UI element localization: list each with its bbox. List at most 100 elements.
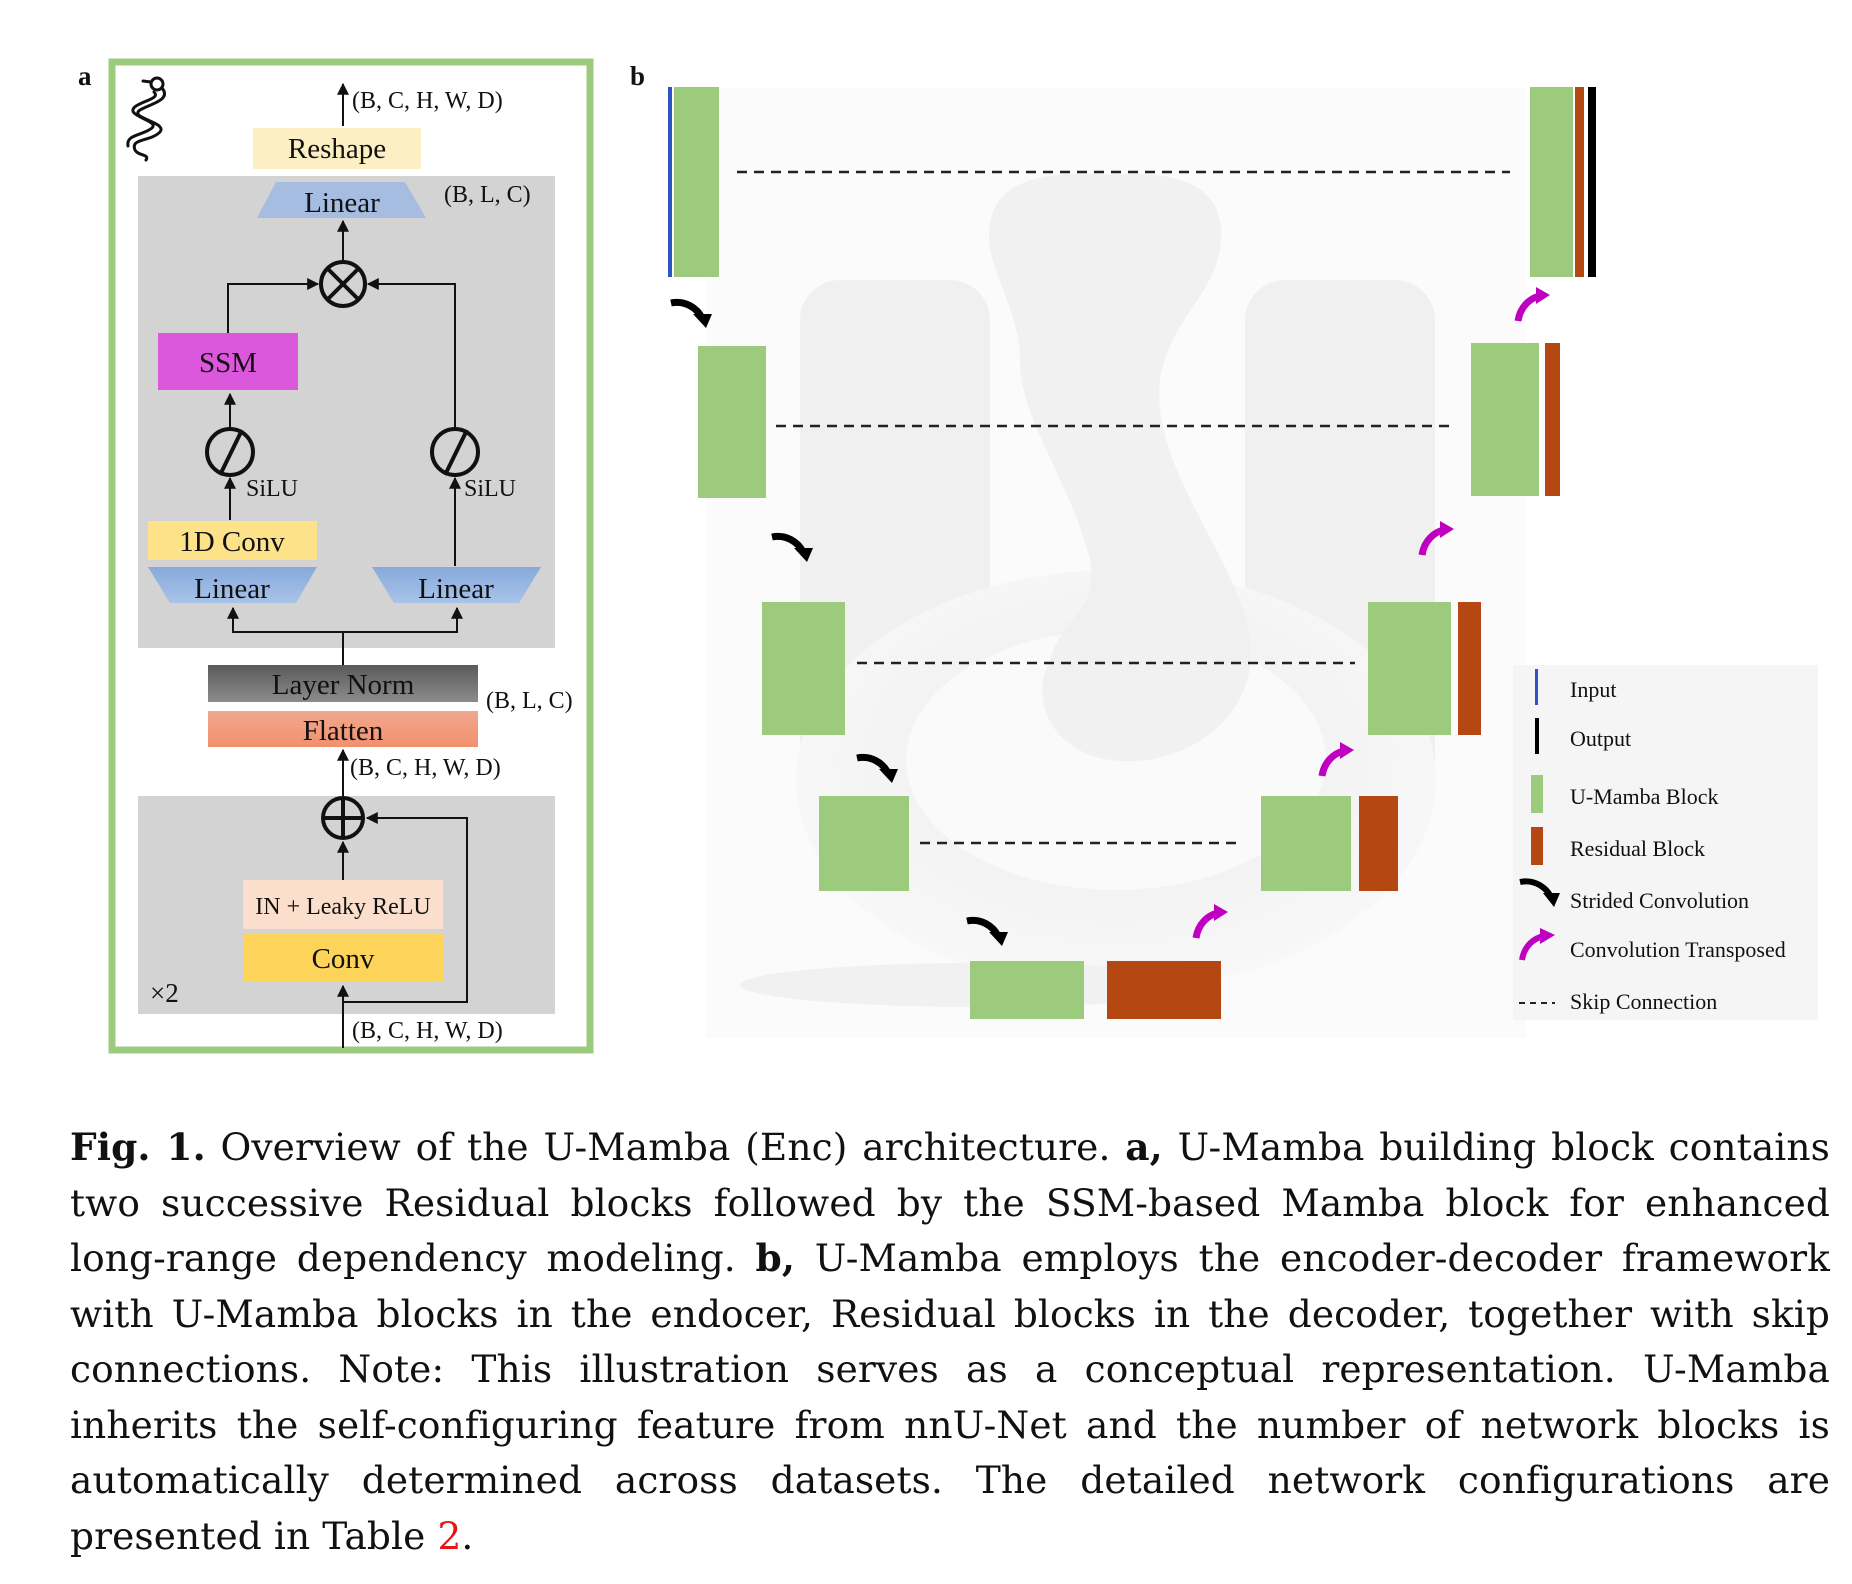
panel-b: b xyxy=(630,61,1818,1038)
in-leaky-relu-block xyxy=(243,880,443,929)
encoder-block-1 xyxy=(674,87,719,277)
silu-right-label: SiLU xyxy=(464,476,516,502)
caption-fig-label: Fig. 1. xyxy=(70,1125,206,1169)
reshape-block xyxy=(253,128,421,169)
encoder-block-2 xyxy=(698,346,766,498)
linear-right-label: Linear xyxy=(418,573,494,605)
fork-to-linear-left-arrow xyxy=(227,606,343,633)
strided-conv-icon xyxy=(1519,878,1560,907)
residual-swatch xyxy=(1531,827,1543,865)
caption-a-label: a, xyxy=(1125,1125,1163,1169)
legend-label: Convolution Transposed xyxy=(1570,937,1786,962)
decoder-block-1 xyxy=(1530,87,1573,277)
snake-icon xyxy=(126,76,166,162)
panel-b-label: b xyxy=(630,61,645,91)
flatten-shape-label: (B, L, C) xyxy=(486,688,573,714)
output-bar xyxy=(1588,87,1596,277)
legend-item-skip: Skip Connection xyxy=(1519,989,1717,1014)
panel-a-label: a xyxy=(78,61,92,91)
mid-shape-label: (B, C, H, W, D) xyxy=(350,755,501,781)
strided-conv-arrows xyxy=(670,298,1008,946)
decoder-block-4 xyxy=(1261,796,1351,891)
linear-top-block xyxy=(257,182,426,218)
conv1d-block xyxy=(148,521,317,560)
legend-label: Skip Connection xyxy=(1570,989,1717,1014)
conv-label: Conv xyxy=(312,943,375,975)
decoder-residual-3 xyxy=(1458,602,1481,735)
bottom-shape-label: (B, C, H, W, D) xyxy=(352,1018,503,1044)
reshape-label: Reshape xyxy=(288,133,386,165)
legend: Input Output U-Mamba Block Residual Bloc… xyxy=(1513,665,1818,1020)
caption-text-4: . xyxy=(461,1513,474,1558)
output-swatch xyxy=(1535,718,1539,754)
conv-block xyxy=(243,933,443,982)
mamba-shape-label: (B, L, C) xyxy=(444,182,531,208)
strided-conv-arrow-2 xyxy=(771,532,813,562)
ssm-to-multiply-arrow xyxy=(227,278,320,333)
legend-label: Output xyxy=(1570,726,1631,751)
layer-norm-block xyxy=(208,665,478,702)
decoder-block-2 xyxy=(1471,343,1539,496)
encoder-block-3 xyxy=(762,602,845,735)
caption-text-1: Overview of the U-Mamba (Enc) architectu… xyxy=(205,1125,1126,1169)
in-leaky-relu-label: IN + Leaky ReLU xyxy=(255,894,430,920)
right-branch-to-multiply-arrow xyxy=(366,278,456,428)
table-reference-link[interactable]: 2 xyxy=(437,1513,462,1558)
legend-item-residual: Residual Block xyxy=(1531,827,1705,865)
u-mamba-architecture-figure: a (B, C, H, W, D) Reshape Linear (B, L, … xyxy=(78,58,1818,1054)
decoder-residual-2 xyxy=(1545,343,1560,496)
caption-b-label: b, xyxy=(755,1236,796,1280)
transposed-conv-arrow-1 xyxy=(1192,904,1228,939)
linear-top-label: Linear xyxy=(304,187,380,219)
strided-conv-arrow-1 xyxy=(670,298,712,328)
linear-left-label: Linear xyxy=(194,573,270,605)
linear-left-block xyxy=(148,567,317,603)
flatten-block xyxy=(208,711,478,747)
ssm-block xyxy=(158,333,298,390)
caption-text-2: U-Mamba building block contains two succ… xyxy=(70,1125,1830,1280)
legend-item-umamba: U-Mamba Block xyxy=(1531,775,1718,813)
transposed-conv-arrow-2 xyxy=(1318,742,1354,777)
skip-to-add-arrow xyxy=(343,812,468,1003)
transposed-conv-arrows xyxy=(1192,287,1550,939)
legend-item-strided: Strided Convolution xyxy=(1519,878,1749,913)
strided-conv-arrow-3 xyxy=(856,753,898,783)
legend-item-output: Output xyxy=(1535,718,1631,754)
panel-a: a (B, C, H, W, D) Reshape Linear (B, L, … xyxy=(78,58,594,1054)
decoder-block-3 xyxy=(1368,602,1451,735)
input-swatch xyxy=(1535,669,1538,705)
silu-left-label: SiLU xyxy=(246,476,298,502)
bottleneck-residual-block xyxy=(1107,961,1221,1019)
legend-label: Input xyxy=(1570,677,1616,702)
legend-item-transposed: Convolution Transposed xyxy=(1519,928,1786,962)
decoder-residual-4 xyxy=(1359,796,1398,891)
bottleneck-umamba-block xyxy=(970,961,1084,1019)
transposed-conv-arrow-4 xyxy=(1514,287,1550,322)
layer-norm-label: Layer Norm xyxy=(272,669,415,701)
transposed-conv-icon xyxy=(1519,928,1555,961)
umamba-swatch xyxy=(1531,775,1543,813)
legend-label: U-Mamba Block xyxy=(1570,784,1718,809)
ssm-label: SSM xyxy=(199,347,257,379)
legend-label: Strided Convolution xyxy=(1570,888,1749,913)
top-shape-label: (B, C, H, W, D) xyxy=(352,88,503,114)
repeat-label: ×2 xyxy=(150,978,179,1008)
caption-text-3: U-Mamba employs the encoder-decoder fram… xyxy=(70,1236,1830,1558)
input-bar xyxy=(668,87,672,277)
figure-caption: Fig. 1. Overview of the U-Mamba (Enc) ar… xyxy=(70,1120,1830,1564)
silu-node-left xyxy=(205,427,255,477)
silu-node-right xyxy=(430,427,480,477)
encoder-block-4 xyxy=(819,796,909,891)
legend-label: Residual Block xyxy=(1570,836,1705,861)
legend-box xyxy=(1513,665,1818,1020)
conv1d-label: 1D Conv xyxy=(179,526,285,558)
fork-to-linear-right-arrow xyxy=(343,606,463,633)
add-node xyxy=(321,796,365,840)
flatten-label: Flatten xyxy=(303,715,384,747)
linear-right-block xyxy=(372,567,541,603)
legend-item-input: Input xyxy=(1535,669,1616,705)
decoder-residual-1 xyxy=(1575,87,1584,277)
strided-conv-arrow-4 xyxy=(966,916,1008,946)
snake-watermark xyxy=(706,88,1526,1038)
transposed-conv-arrow-3 xyxy=(1418,521,1454,556)
